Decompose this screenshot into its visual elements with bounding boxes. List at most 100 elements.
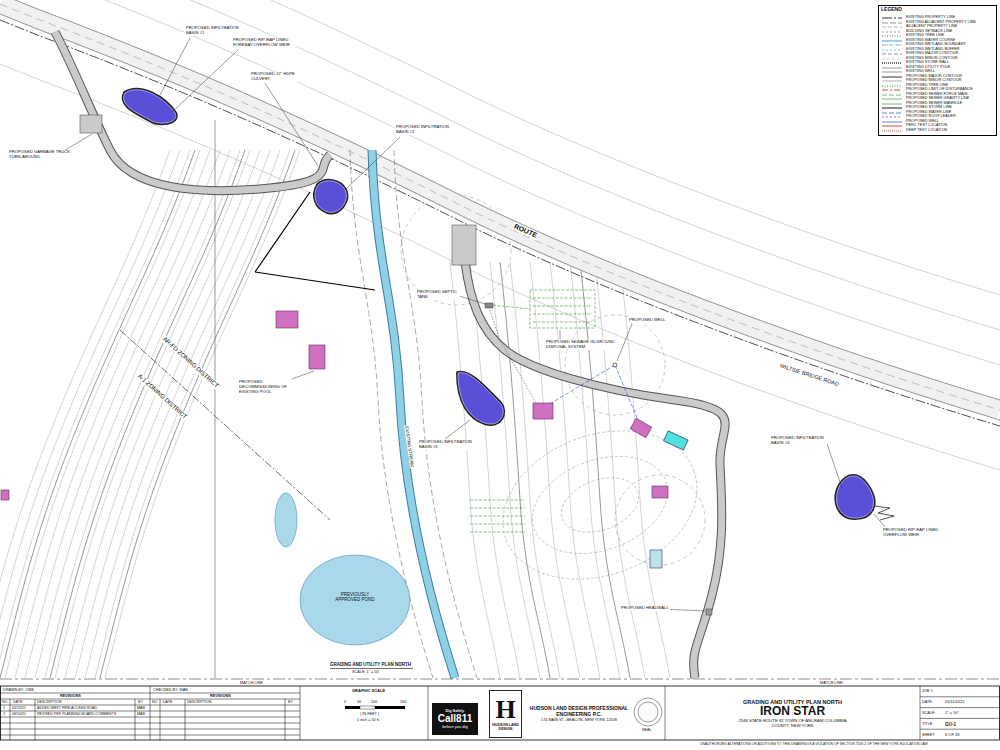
- match-line-label: MATCH LINE: [240, 681, 263, 685]
- project-address: 2548 STATE ROUTE 82 TOWN OF ANCRAM COLUM…: [738, 719, 848, 729]
- legend-line-sample: [881, 25, 903, 29]
- legend-row: EXISTING PROPERTY LINE: [881, 16, 994, 21]
- legend-row: ADJACENT PROPERTY LINE: [881, 25, 994, 30]
- legend-box: EXISTING PROPERTY LINEEXISTING ADJACENT …: [878, 5, 997, 136]
- table-cell: DATE: [13, 700, 22, 704]
- legend-text: EXISTING STONE WALL: [906, 61, 949, 65]
- table-cell: 05/13/21: [12, 706, 26, 710]
- legend-line-sample: [881, 39, 903, 43]
- legend-row: PROPOSED STORM LINE: [881, 106, 994, 111]
- view-scale: SCALE: 1" = 50': [352, 670, 379, 674]
- firm-logo: HHUDSON LAND DESIGN: [489, 690, 522, 738]
- callout-text: PROPOSED SEWAGE IN-GROUND DISPOSAL SYSTE…: [545, 340, 617, 350]
- legend-line-sample: [881, 16, 903, 20]
- table-cell: MAB: [137, 706, 145, 710]
- legend-text: EXISTING UTILITY POLE: [906, 66, 950, 70]
- callout-text: PROPOSED RIP-RAP LINED OVERFLOW WEIR: [882, 528, 946, 538]
- title-block-text: DRAWN BY: CMB: [3, 688, 34, 692]
- legend-line-sample: [881, 70, 903, 74]
- legend-text: PROPOSED WATER LINE: [906, 111, 951, 115]
- legend-row: EXISTING WELL: [881, 70, 994, 75]
- title-block-frame: [0, 686, 1000, 740]
- legal-note: UNAUTHORIZED ALTERATIONS OR ADDITIONS TO…: [700, 743, 928, 747]
- legend-text: PROPOSED SEWER MANHOLE: [906, 102, 962, 106]
- legend-line-sample: [881, 30, 903, 34]
- scale-unit: 1 inch = 50 ft.: [357, 718, 380, 722]
- legend-line-sample: [881, 48, 903, 52]
- legend-line-sample: [881, 66, 903, 70]
- callout-text: PROPOSED SEPTIC TANK: [416, 290, 460, 300]
- legend-text: PROPOSED SEWER GRAVITY LINE: [906, 97, 969, 101]
- scale-number: 100: [371, 700, 377, 704]
- callout-text: PROPOSED INFILTRATION BASIN #1: [185, 26, 249, 36]
- legend-text: PROPOSED ROOF LEADER: [906, 115, 956, 119]
- table-cell: DESCRIPTION: [37, 700, 62, 704]
- table-heading: REVISIONS: [210, 694, 231, 698]
- legend-line-sample: [881, 124, 903, 128]
- legend-text: EXISTING ADJACENT PROPERTY LINE: [906, 21, 976, 25]
- legend-text: EXISTING MINOR CONTOUR: [906, 57, 958, 61]
- table-heading: REVISIONS: [60, 694, 81, 698]
- title-block-text: SHEET:: [922, 733, 935, 737]
- legend-text: EXISTING WELL: [906, 70, 935, 74]
- legend-text: PROPOSED WELL: [906, 120, 939, 124]
- seal-label: SEAL: [642, 728, 652, 732]
- legend-row: EXISTING WATER COURSE: [881, 39, 994, 44]
- legend-text: PERC TEST LOCATION: [906, 124, 947, 128]
- logo-slogan: Dig Safely.: [445, 709, 464, 713]
- legend-line-sample: [881, 93, 903, 97]
- callout-text: PROPOSED 12" HDPE CULVERT: [250, 72, 307, 82]
- legend-row: EXISTING WETLAND BOUNDARY: [881, 43, 994, 48]
- logo-text: Call811: [438, 713, 472, 725]
- legend-line-sample: [881, 111, 903, 115]
- title-block-text: JOB #:: [922, 689, 934, 693]
- logo-text: HUDSON LAND DESIGN: [491, 723, 520, 731]
- legend-row: PROPOSED MINOR CONTOUR: [881, 79, 994, 84]
- legend-row: PROPOSED SEWER FORCE MAIN: [881, 93, 994, 98]
- view-title: GRADING AND UTILITY PLAN NORTH: [330, 662, 411, 667]
- legend-line-sample: [881, 75, 903, 79]
- legend-text: PROPOSED SEWER FORCE MAIN: [906, 93, 967, 97]
- legend-row: PROPOSED MAJOR CONTOUR: [881, 75, 994, 80]
- legend-text: PROPOSED LIMIT OF DISTURBANCE: [906, 88, 973, 92]
- title-block-text: CHECKED BY: MAB: [153, 688, 188, 692]
- legend-text: EXISTING TREE LINE: [906, 34, 944, 38]
- legend-text: EXISTING WETLAND BOUNDARY: [906, 43, 966, 47]
- legend-title: LEGEND: [881, 7, 902, 13]
- legend-line-sample: [881, 34, 903, 38]
- scale-number: 0: [344, 700, 346, 704]
- call811-logo: Dig Safely.Call811before you dig: [432, 703, 478, 735]
- table-cell: BY: [138, 700, 143, 704]
- title-block: GRADING AND UTILITY PLAN NORTHIRON STAR2…: [667, 688, 918, 739]
- legend-row: PROPOSED WATER LINE: [881, 111, 994, 116]
- table-cell: 2: [3, 712, 5, 716]
- title-block-text: TITLE:: [922, 722, 933, 726]
- legend-text: EXISTING PROPERTY LINE: [906, 16, 955, 20]
- scale-unit: ( IN FEET ): [360, 712, 379, 716]
- legend-text: DEEP TEST LOCATION: [906, 129, 947, 133]
- title-block-text: 1" = 50': [945, 711, 958, 716]
- existing-contours: [0, 0, 1000, 678]
- firm-address: 174 MAIN ST., BEACON, NEW YORK 12508: [541, 718, 617, 722]
- legend-row: EXISTING TREE LINE: [881, 34, 994, 39]
- legend-row: PROPOSED WELL: [881, 120, 994, 125]
- legend-line-sample: [881, 88, 903, 92]
- callout-text: PROPOSED WELL: [628, 318, 666, 323]
- scale-title: GRAPHIC SCALE: [352, 689, 385, 694]
- legend-row: PROPOSED ROOF LEADER: [881, 115, 994, 120]
- table-cell: NO.: [152, 700, 158, 704]
- legend-text: EXISTING MAJOR CONTOUR: [906, 52, 958, 56]
- callout-text: PROPOSED INFILTRATION BASIN #4: [770, 436, 827, 446]
- legend-row: PROPOSED LIMIT OF DISTURBANCE: [881, 88, 994, 93]
- callout-text: PROPOSED GARBAGE TRUCK TURN-AROUND: [8, 150, 72, 160]
- legend-row: EXISTING WETLAND BUFFER: [881, 48, 994, 53]
- legend-row: EXISTING MINOR CONTOUR: [881, 57, 994, 62]
- leader-lines: [62, 38, 885, 611]
- firm-name: HUDSON LAND DESIGN PROFESSIONAL ENGINEER…: [526, 706, 632, 718]
- pond-label: PREVIOUSLY APPROVED POND: [330, 592, 380, 602]
- title-block-text: DATE:: [922, 700, 933, 704]
- legend-line-sample: [881, 21, 903, 25]
- table-cell: BY: [288, 700, 293, 704]
